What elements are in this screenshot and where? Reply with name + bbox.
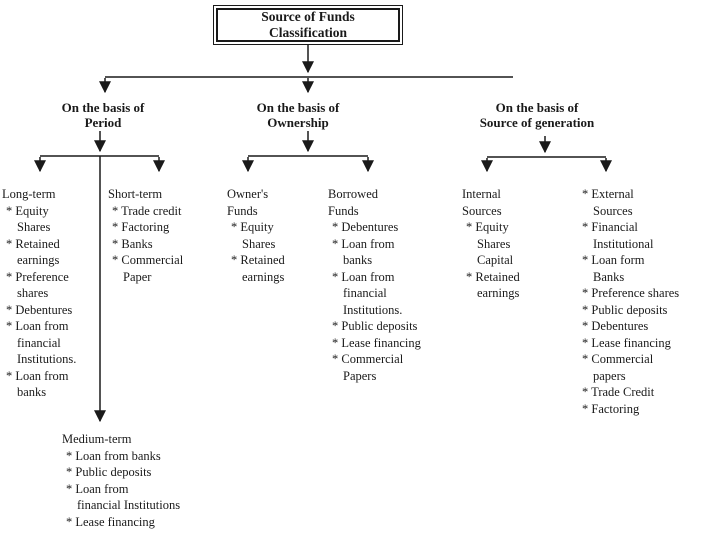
- column-items: * Loan from banks * Public deposits * Loan…: [62, 448, 227, 531]
- list-item: * Trade Credit: [582, 385, 655, 399]
- list-item: * Loan from financial Institutions.: [332, 269, 403, 317]
- list-item: * Equity Shares: [231, 220, 276, 251]
- list-item: * Trade credit: [112, 203, 182, 218]
- list-item: * Retained earnings: [6, 236, 60, 268]
- column-short-term: Short-term * Trade credit * Factoring * Ba…: [108, 186, 212, 285]
- column-items: * Equity Shares Capital* Retained earnin…: [462, 219, 562, 302]
- branch-header-period: On the basis of Period: [61, 100, 145, 130]
- column-long-term: Long-term * Equity Shares* Retained earn…: [2, 186, 106, 401]
- list-item: * Factoring: [582, 401, 640, 416]
- column-external-sources: * External Sources* Financial Institutio…: [578, 186, 701, 417]
- list-item: * Lease financing: [582, 335, 671, 350]
- list-item: * Preference shares: [582, 286, 680, 300]
- list-item: * Equity Shares Capital: [466, 220, 514, 267]
- list-item: * Loan form Banks: [582, 253, 645, 284]
- list-item: * Loan from banks: [6, 368, 69, 400]
- column-medium-term: Medium-term * Loan from banks * Public de…: [62, 431, 227, 530]
- column-items: * Trade credit * Factoring * Banks * Commer…: [108, 203, 212, 286]
- list-item: * External Sources: [582, 187, 634, 218]
- list-item: * Loan from banks: [66, 448, 161, 463]
- list-item: * Commercial papers: [582, 352, 654, 383]
- list-item: * Commercial Paper: [112, 253, 184, 284]
- list-item: * Public deposits: [332, 319, 418, 333]
- branch-header-source-of-generation: On the basis of Source of generation: [479, 100, 595, 130]
- list-item: * Retained earnings: [466, 269, 520, 301]
- list-item: * Preference shares: [6, 269, 69, 301]
- branch-header-ownership: On the basis of Ownership: [256, 100, 340, 130]
- root-node-box: Source of Funds Classification: [213, 5, 403, 45]
- column-title: Short-term: [108, 187, 163, 201]
- column-title: Borrowed Funds: [328, 187, 378, 218]
- list-item: * Financial Institutional: [582, 220, 654, 251]
- list-item: * Public deposits: [582, 302, 668, 317]
- list-item: * Lease financing: [66, 514, 155, 529]
- column-borrowed-funds: Borrowed Funds * Debentures * Loan from b…: [328, 186, 438, 384]
- column-title: Owner's Funds: [227, 187, 269, 218]
- column-title: Internal Sources: [462, 187, 502, 218]
- list-item: * Commercial Papers: [332, 352, 404, 383]
- column-title: Long-term: [2, 187, 56, 201]
- column-internal-sources: Internal Sources * Equity Shares Capital…: [462, 186, 562, 302]
- list-item: * Public deposits: [66, 465, 152, 479]
- list-item: * Retained earnings: [231, 253, 285, 284]
- list-item: * Equity Shares: [6, 203, 51, 235]
- list-item: * Debentures: [332, 220, 399, 234]
- column-title: Medium-term: [62, 432, 132, 446]
- column-items: * Debentures * Loan from banks* Loan from…: [328, 219, 438, 384]
- list-item: * Loan from banks: [332, 236, 395, 268]
- list-item: * Lease financing: [332, 335, 421, 350]
- list-item: * Factoring: [112, 220, 170, 234]
- list-item: * Loan from financial Institutions.: [6, 319, 77, 366]
- list-item: * Debentures: [6, 302, 73, 317]
- column-items: * Equity Shares* Retained earnings* Pref…: [2, 203, 106, 401]
- list-item: * Banks: [112, 236, 153, 251]
- list-item: * Loan from financial Institutions: [66, 481, 181, 513]
- root-node-label: Source of Funds Classification: [216, 8, 400, 42]
- column-items: * External Sources* Financial Institutio…: [578, 186, 701, 417]
- column-owners-funds: Owner's Funds * Equity Shares* Retained …: [227, 186, 322, 285]
- column-items: * Equity Shares* Retained earnings: [227, 219, 322, 285]
- list-item: * Debentures: [582, 319, 649, 333]
